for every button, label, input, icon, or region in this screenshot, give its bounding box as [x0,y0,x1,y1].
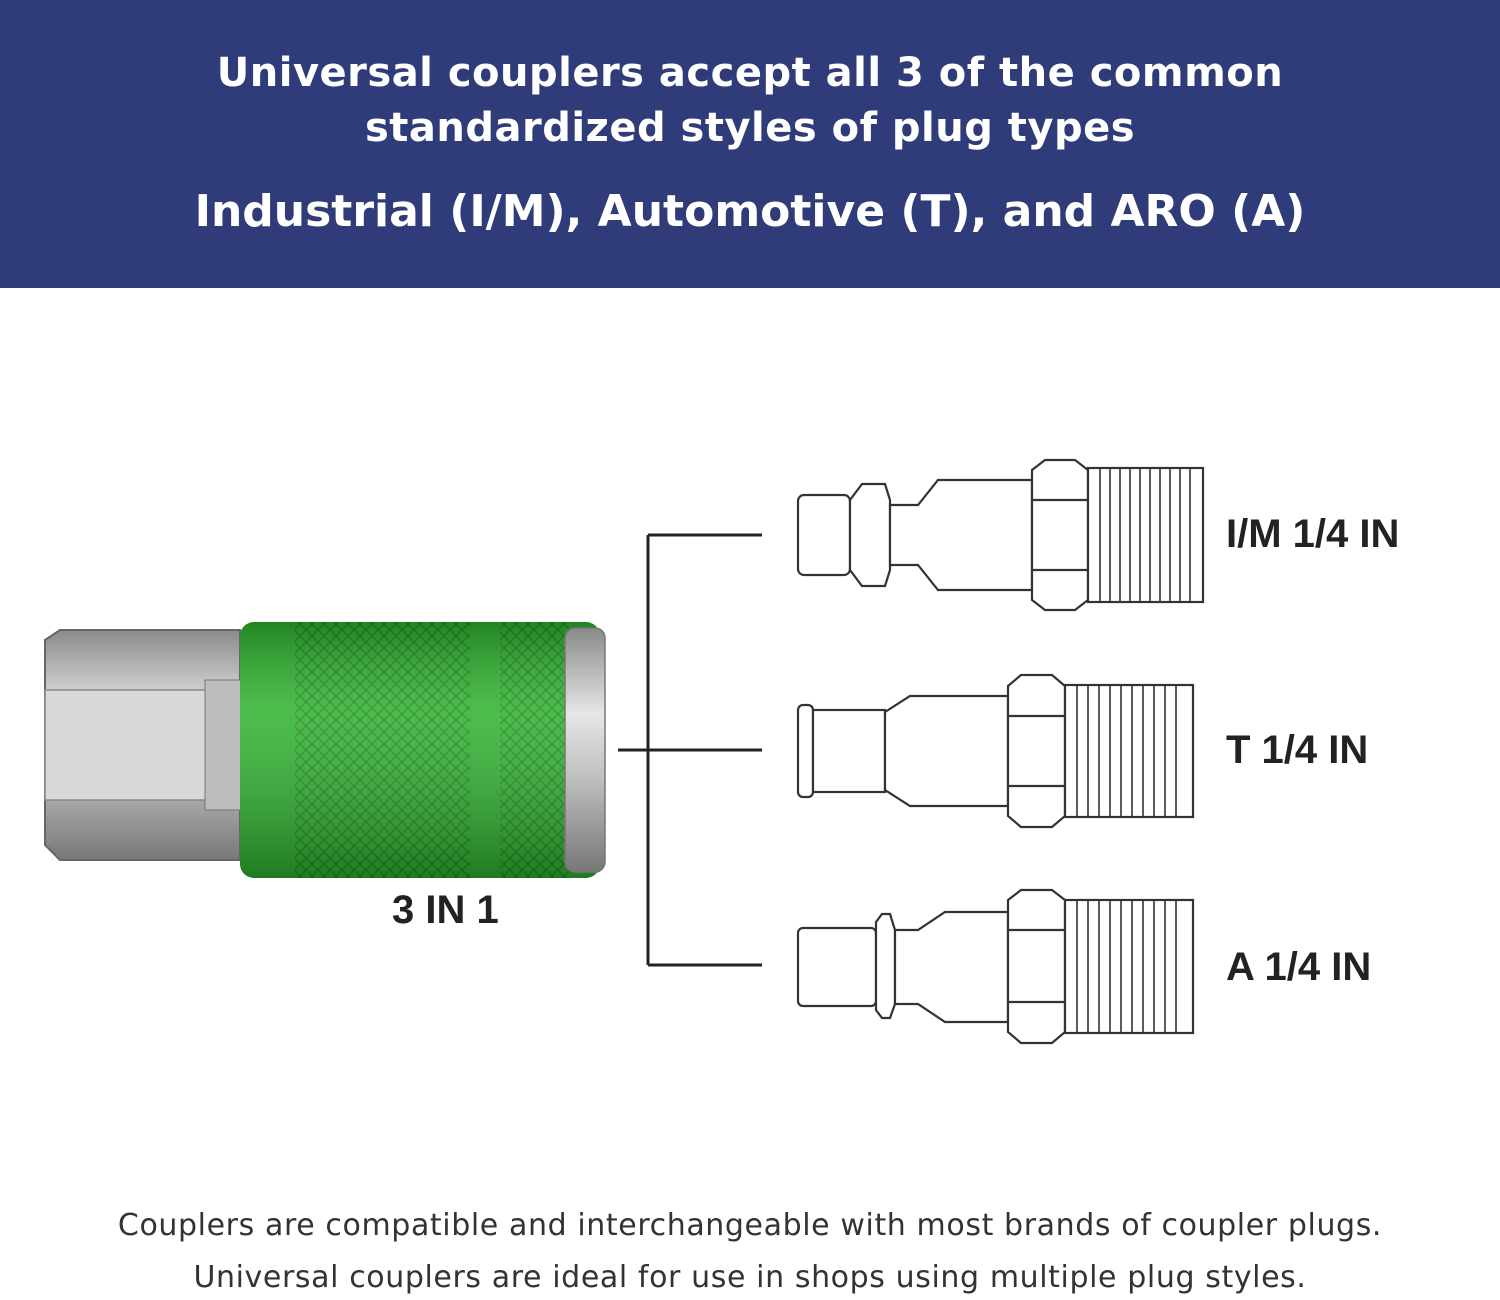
header-banner: Universal couplers accept all 3 of the c… [0,0,1500,288]
header-plug-types: Industrial (I/M), Automotive (T), and AR… [194,186,1306,237]
footer-line-1: Couplers are compatible and interchangea… [117,1208,1383,1243]
header-line-1: Universal couplers accept all 3 of the c… [216,50,1284,96]
plug-label-a: A 1/4 IN [1226,945,1372,989]
plug-label-im: I/M 1/4 IN [1226,512,1400,556]
header-line-2: standardized styles of plug types [364,105,1136,151]
footer-line-2: Universal couplers are ideal for use in … [193,1260,1307,1295]
coupler-icon [44,622,606,878]
t-plug-icon [796,673,1195,829]
coupler-label: 3 IN 1 [392,888,499,932]
plug-label-t: T 1/4 IN [1226,728,1369,772]
im-plug-icon [796,458,1205,612]
a-plug-icon [796,888,1195,1045]
connector-lines [618,533,762,967]
